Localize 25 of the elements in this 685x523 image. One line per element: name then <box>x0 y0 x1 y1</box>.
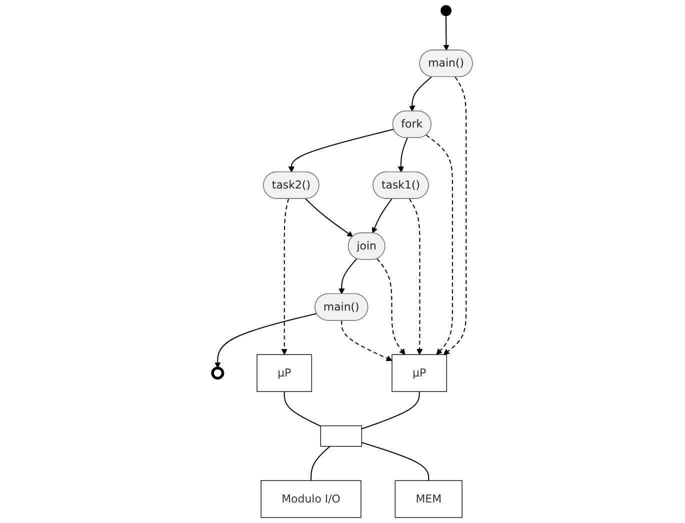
arrow <box>443 16 450 51</box>
arrow <box>338 258 358 294</box>
node-circle <box>440 5 452 16</box>
arrow <box>426 134 453 355</box>
connector <box>362 442 430 481</box>
node-box: Modulo I/O <box>260 480 362 518</box>
arrow <box>408 198 423 355</box>
node-bar <box>320 425 362 447</box>
arrow <box>214 313 317 368</box>
arrow <box>398 138 408 172</box>
connector <box>284 392 321 427</box>
arrow <box>305 198 354 237</box>
connector <box>362 392 420 430</box>
node-box: μP <box>256 354 312 392</box>
arrow <box>341 320 392 362</box>
node-box: μP <box>392 354 447 392</box>
arrow <box>288 128 394 172</box>
node-circle <box>211 366 224 380</box>
arrow <box>376 258 406 355</box>
node-box: MEM <box>394 480 462 518</box>
arrow <box>281 198 290 355</box>
connector <box>310 446 330 481</box>
arrow <box>443 76 467 355</box>
arrow <box>409 76 432 112</box>
arrow <box>372 198 392 234</box>
